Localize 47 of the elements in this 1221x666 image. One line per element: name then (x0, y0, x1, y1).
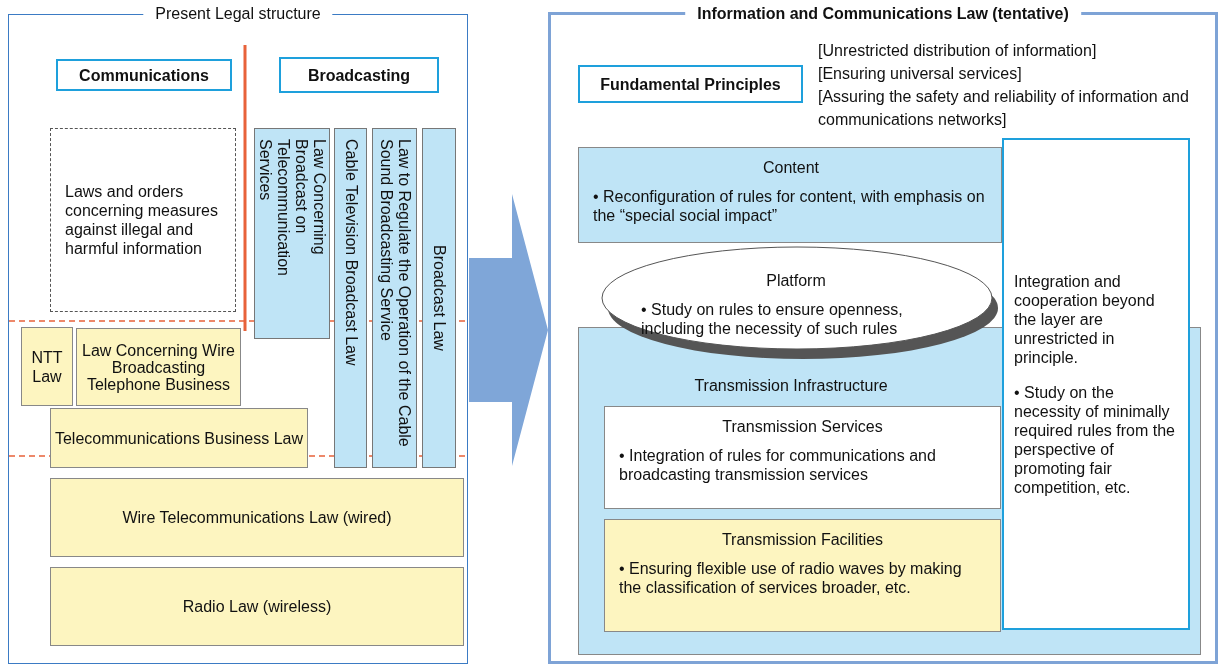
layer-title: Content (761, 158, 820, 177)
heading-text: Fundamental Principles (600, 74, 781, 94)
principle-text: [Ensuring universal services] (818, 64, 1023, 84)
law-box (50, 567, 464, 646)
layer-box (578, 147, 1002, 243)
law-text: Radio Law (wireless) (182, 597, 332, 616)
heading-text: Communications (79, 65, 209, 85)
heading-box (578, 65, 803, 103)
bullet-text: • Reconfiguration of rules for content, with emphasis on the “special social impact” (593, 187, 986, 225)
law-text: NTT Law (30, 347, 64, 386)
panel-title: Present Legal structure (143, 4, 333, 23)
law-text: Wire Telecommunications Law (wired) (122, 508, 392, 527)
principle-text: [Assuring the safety and reliability of information and communications networks] (818, 87, 1190, 130)
bullet-text: • Study on the necessity of minimally required rules from the perspective of promoting fair competition, etc. (1014, 382, 1176, 497)
law-text: Cable Television Broadcast Law (341, 139, 360, 368)
law-box (76, 328, 241, 406)
bullet-text: • Ensuring flexible use of radio waves by making the classification of services broader, etc. (619, 559, 963, 597)
block-arrow (469, 194, 548, 466)
law-text: Law Concerning Broadcast on Telecommunication Services (256, 139, 328, 278)
layer-box (604, 406, 1001, 509)
law-box (50, 478, 464, 557)
layer-box (604, 519, 1001, 632)
layer-title: Transmission Infrastructure (693, 376, 889, 395)
law-box (50, 408, 308, 468)
panel-title: Information and Communications Law (tentative) (685, 4, 1081, 23)
bullet-text: • Integration of rules for communications and broadcasting transmission services (619, 446, 937, 484)
law-text: Telecommunications Business Law (54, 428, 304, 448)
law-text: Broadcast Law (430, 245, 448, 351)
layer-title: Transmission Facilities (720, 530, 885, 549)
bullet-text: • Study on rules to ensure openness, including the necessity of such rules (641, 300, 904, 338)
law-box (372, 128, 417, 468)
layer-title: Transmission Services (721, 417, 884, 436)
law-text: Law Concerning Wire Broadcasting Telephone Business (81, 341, 236, 393)
heading-box (56, 59, 232, 91)
law-box (422, 128, 456, 468)
dashed-box (50, 128, 236, 312)
law-box (21, 327, 73, 406)
note-box (1002, 138, 1190, 630)
law-text: Law to Regulate the Operation of the Cable Sound Broadcasting Service (376, 139, 413, 449)
law-box (254, 128, 330, 339)
heading-text: Broadcasting (307, 65, 411, 85)
law-box (334, 128, 367, 468)
note-text: Integration and cooperation beyond the layer are unrestricted in principle. (1014, 271, 1156, 367)
layer-title: Platform (766, 271, 826, 290)
principle-text: [Unrestricted distribution of information] (818, 41, 1098, 61)
heading-box (279, 57, 439, 93)
law-text: Laws and orders concerning measures against illegal and harmful information (65, 182, 219, 258)
